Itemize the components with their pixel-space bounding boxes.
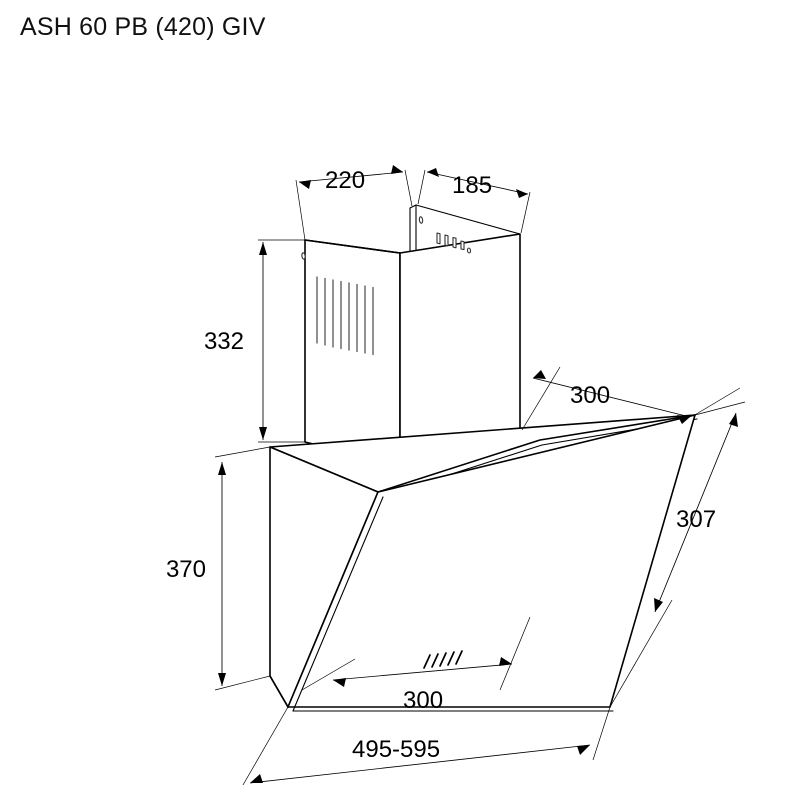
dim300d-ext-left [521,366,561,431]
dim185-arrow-right [516,189,528,198]
dimw-line [249,744,591,784]
top-tab-1 [436,232,441,245]
dim370-ext-bottom [214,675,271,691]
dimw-arrow-left [250,774,263,783]
chimney-back-top [409,204,417,209]
dim332-label: 332 [204,328,244,355]
chimney-top-left-edge [304,239,401,254]
dim220-ext-right [404,169,413,207]
top-tab-screw [466,247,472,254]
dimension-307: 307 [609,401,746,708]
dim307-ext-bottom [609,599,673,708]
dim300d-line [532,377,691,418]
dim307-line [654,412,737,613]
dimension-300-bottom: 300 [301,616,531,714]
chimney-rear-top-right [415,204,521,235]
dim370-label: 370 [166,556,206,583]
dimension-300-depth: 300 [521,366,741,431]
dim300b-arrow-left [333,678,346,687]
dim185-ext-right [520,191,531,234]
dim300b-ext-left [301,658,356,691]
dim332-arrow-bottom [259,427,267,440]
dim300d-arrow-right [677,415,690,424]
hood-body-assembly [269,414,698,712]
dim370-arrow-top [218,462,226,475]
chimney-screw-left [301,252,306,260]
dimension-overall-width: 495-595 [242,706,611,786]
chimney-left-face [304,239,401,466]
top-tab-4 [460,240,465,251]
dimension-332: 332 [204,239,305,443]
dim220-arrow-right [391,165,403,174]
dimension-370: 370 [166,446,271,691]
dim185-ext-left [417,169,426,205]
dim300d-arrow-left [533,370,546,379]
dim185-label: 185 [452,172,492,199]
page-title: ASH 60 PB (420) GIV [20,13,266,41]
control-mark-4[interactable] [447,651,455,666]
dim220-ext-left [295,179,306,241]
chimney-top-tabs [436,232,472,254]
dim300d-label: 300 [570,382,610,409]
dim307-arrow-top [729,413,738,427]
dim300d-ext-right [692,387,741,417]
dim185-arrow-left [427,168,439,177]
dim300b-arrow-right [499,657,512,666]
dim300b-label: 300 [403,687,443,714]
chimney-screw-rear [418,216,424,224]
control-mark-3[interactable] [439,652,447,667]
dim220-label: 220 [325,167,365,194]
dim332-arrow-top [259,242,267,255]
control-mark-2[interactable] [431,653,439,668]
dim220-line [298,171,404,183]
dim307-arrow-bottom [654,598,663,612]
dimw-ext-left [242,706,289,786]
dim185-line [426,171,529,195]
chimney-assembly [301,204,521,466]
control-mark-1[interactable] [423,654,431,669]
body-left-bottom-edge [269,675,289,708]
dim370-arrow-bottom [218,673,226,686]
top-tab-3 [452,236,457,249]
dim220-arrow-left [299,180,311,189]
control-panel-marks[interactable] [423,650,463,669]
vent-slot-group [316,276,374,356]
dimw-arrow-right [577,745,590,755]
control-mark-5[interactable] [455,650,463,665]
dimension-220: 220 [295,165,413,241]
dim370-ext-top [214,446,271,458]
dimw-ext-right [592,706,611,761]
dim300b-ext-right [499,616,531,691]
glass-edge-thickness [292,496,384,712]
dimw-label: 495-595 [352,736,440,763]
dim300b-line [332,663,513,681]
dimension-185: 185 [417,168,531,234]
top-tab-2 [444,234,449,247]
dim307-label: 307 [676,506,716,533]
dim307-ext-top [694,401,746,416]
